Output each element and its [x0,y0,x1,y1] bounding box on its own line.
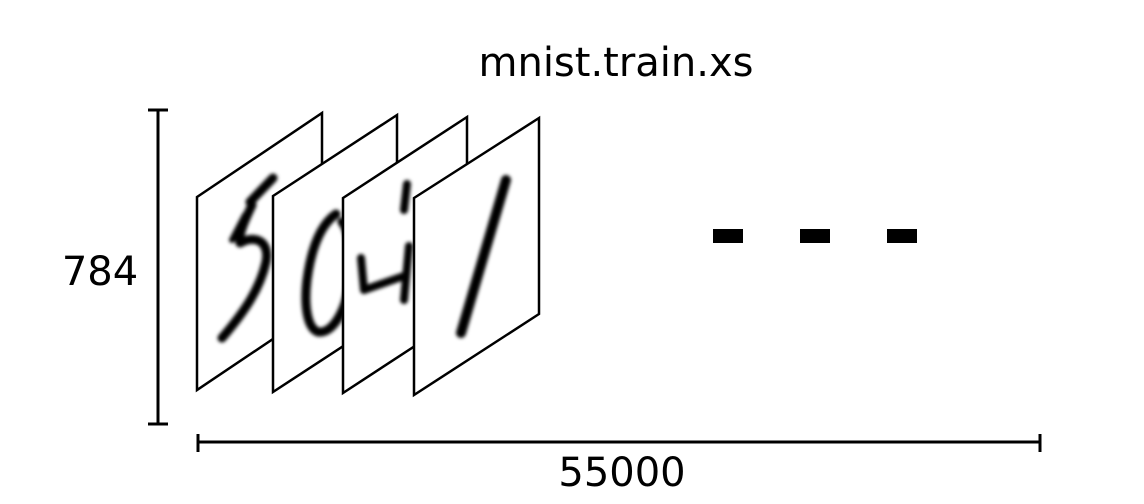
digit-4-strokes [357,180,413,304]
vertical-dimension-bar [148,108,168,426]
diagram-title: mnist.train.xs [479,40,754,86]
mnist-image-card-1 [412,115,541,398]
ellipsis-dashes [713,229,917,243]
horizontal-dimension-label: 55000 [558,450,685,496]
image-stack [195,110,541,398]
vertical-dimension-label: 784 [62,249,138,295]
digit-5-strokes [217,173,278,343]
horizontal-dimension-bar [196,434,1042,452]
ellipsis-dash-1 [713,229,743,243]
digit-1-strokes [456,175,511,338]
ellipsis-dash-3 [887,229,917,243]
ellipsis-dash-2 [800,229,830,243]
